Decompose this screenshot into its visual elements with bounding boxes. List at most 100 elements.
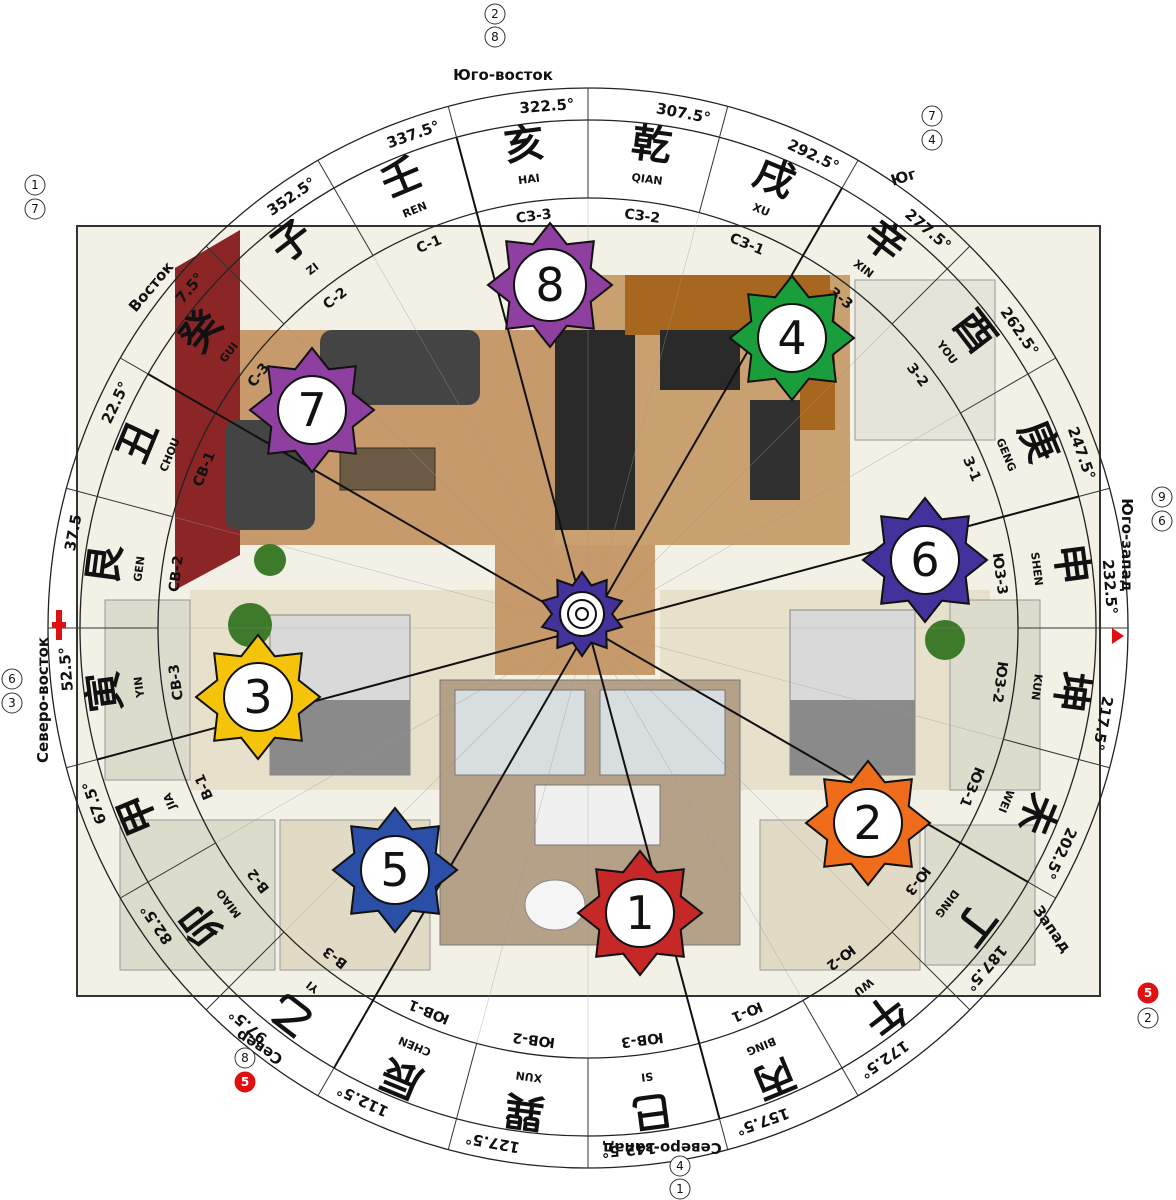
sector-line: [97, 627, 589, 761]
mountain-divider: [698, 106, 729, 213]
bottom-right-storage: [924, 824, 1036, 966]
mountain-guide-line: [372, 255, 569, 594]
fridge: [750, 400, 800, 500]
mountain-sub: ЮВ-1: [406, 996, 452, 1027]
mountain-pinyin: KUN: [1028, 673, 1044, 701]
mountain-sub: ЮВ-3: [620, 1029, 664, 1050]
palace-ne-top: 6: [8, 672, 16, 686]
star-1: 1: [576, 849, 704, 977]
palace-sw-top: 9: [1158, 490, 1166, 504]
mountain-divider: [891, 245, 971, 325]
dir-southwest: Юго-запад: [1118, 498, 1136, 591]
mountain-pinyin: XUN: [515, 1068, 543, 1084]
mountain-sub: ЮЗ-3: [989, 552, 1010, 596]
palace-ne-bottom: 3: [8, 696, 16, 710]
right-closet: [949, 599, 1041, 791]
degree-label: 157.5°: [734, 1104, 792, 1139]
dir-southeast: Юго-восток: [453, 66, 553, 84]
palace-s: 7 4: [921, 105, 943, 151]
palace-n: 8 5: [234, 1047, 256, 1093]
mountain-hanzi: 丙: [747, 1049, 802, 1107]
sector-line: [455, 137, 589, 629]
palace-se-bottom: 8: [491, 30, 499, 44]
mountain-sub: Ю-1: [729, 998, 765, 1025]
kitchen-island: [555, 330, 635, 530]
palace-nw: 4 1: [669, 1155, 691, 1200]
star-4-number: 4: [777, 311, 806, 365]
palace-e-top: 1: [31, 178, 39, 192]
palace-s-top: 7: [928, 109, 936, 123]
double-sink: [534, 784, 661, 846]
mountain-hanzi: 乾: [629, 120, 675, 171]
palace-w: 5 2: [1137, 982, 1159, 1029]
dir-south: Юг: [889, 165, 919, 190]
bagua-sector-lines: [97, 137, 1079, 1119]
star-7-circle: [277, 375, 347, 445]
mountain-sub: СВ-3: [166, 663, 187, 701]
star-3-circle: [223, 662, 293, 732]
palace-e-bottom: 7: [31, 202, 39, 216]
mountain-guide-line: [616, 656, 893, 933]
sofa: [320, 330, 480, 405]
palace-n-bottom: 5: [241, 1075, 249, 1089]
mountain-guide-line: [607, 662, 804, 1001]
star-3: 3: [194, 633, 322, 761]
mountain-pinyin: SI: [640, 1069, 654, 1083]
center-spiral-inner: [575, 607, 589, 621]
palace-se-top: 2: [491, 7, 499, 21]
degree-label: 337.5°: [384, 117, 442, 152]
sector-line: [587, 495, 1079, 629]
palace-numbers: 2 8 7 4 1 7 9 6 6 3: [1, 3, 1173, 1200]
plant: [925, 620, 965, 660]
mountain-hanzi: 巽: [502, 1085, 548, 1136]
sector-line: [587, 187, 843, 629]
star-2-circle: [833, 788, 903, 858]
mountain-pinyin: REN: [401, 199, 429, 221]
axis-marker-right: [1112, 628, 1124, 644]
palace-sw-bottom: 6: [1158, 514, 1166, 528]
star-6: 6: [861, 496, 989, 624]
red-accent-wall: [175, 230, 240, 590]
plant: [228, 603, 272, 647]
dir-northwest: Северо-запад: [602, 1139, 722, 1157]
sector-line: [587, 627, 1029, 883]
axis-marker-left-stem: [56, 610, 62, 640]
mountain-guide-line: [215, 647, 554, 844]
mountain-divider: [120, 842, 216, 899]
shower-right: [599, 689, 726, 776]
mountain-guide-line: [283, 656, 560, 933]
mountain-pinyin: SHEN: [1028, 551, 1045, 586]
star-6-circle: [890, 525, 960, 595]
shower-left: [454, 689, 586, 776]
mountain-sub: ЮЗ-2: [989, 660, 1010, 704]
mountain-divider: [317, 160, 374, 256]
star-7-number: 7: [297, 383, 326, 437]
mountain-hanzi: 戌: [747, 149, 802, 207]
palace-e: 1 7: [24, 174, 46, 220]
axis-markers: [52, 610, 1124, 644]
mountain-hanzi: 巳: [629, 1085, 675, 1136]
mountain-guide-line: [476, 666, 578, 1044]
mountain-pinyin: YI: [304, 978, 322, 996]
mountain-hanzi: 辰: [374, 1049, 429, 1107]
mountain-hanzi: 坤: [1045, 669, 1096, 715]
degree-label: 322.5°: [519, 95, 575, 117]
star-2: 2: [804, 759, 932, 887]
bottom-left-storage: [119, 819, 276, 971]
mountain-sub: СЗ-2: [623, 206, 661, 227]
mountain-sub: СЗ-3: [515, 206, 553, 227]
mountain-sub: ЮВ-2: [512, 1029, 556, 1050]
center-star: [540, 570, 624, 658]
mountain-divider: [891, 931, 971, 1011]
degree-label: 52.5°: [55, 646, 76, 692]
star-6-number: 6: [910, 533, 939, 587]
star-5-circle: [360, 835, 430, 905]
mountain-guide-line: [622, 412, 961, 609]
star-7: 7: [248, 346, 376, 474]
plant: [254, 544, 286, 576]
star-1-circle: [605, 878, 675, 948]
star-8: 8: [486, 221, 614, 349]
star-8-circle: [513, 248, 587, 322]
sector-line: [147, 373, 589, 629]
mountain-hanzi: 亥: [502, 120, 548, 171]
